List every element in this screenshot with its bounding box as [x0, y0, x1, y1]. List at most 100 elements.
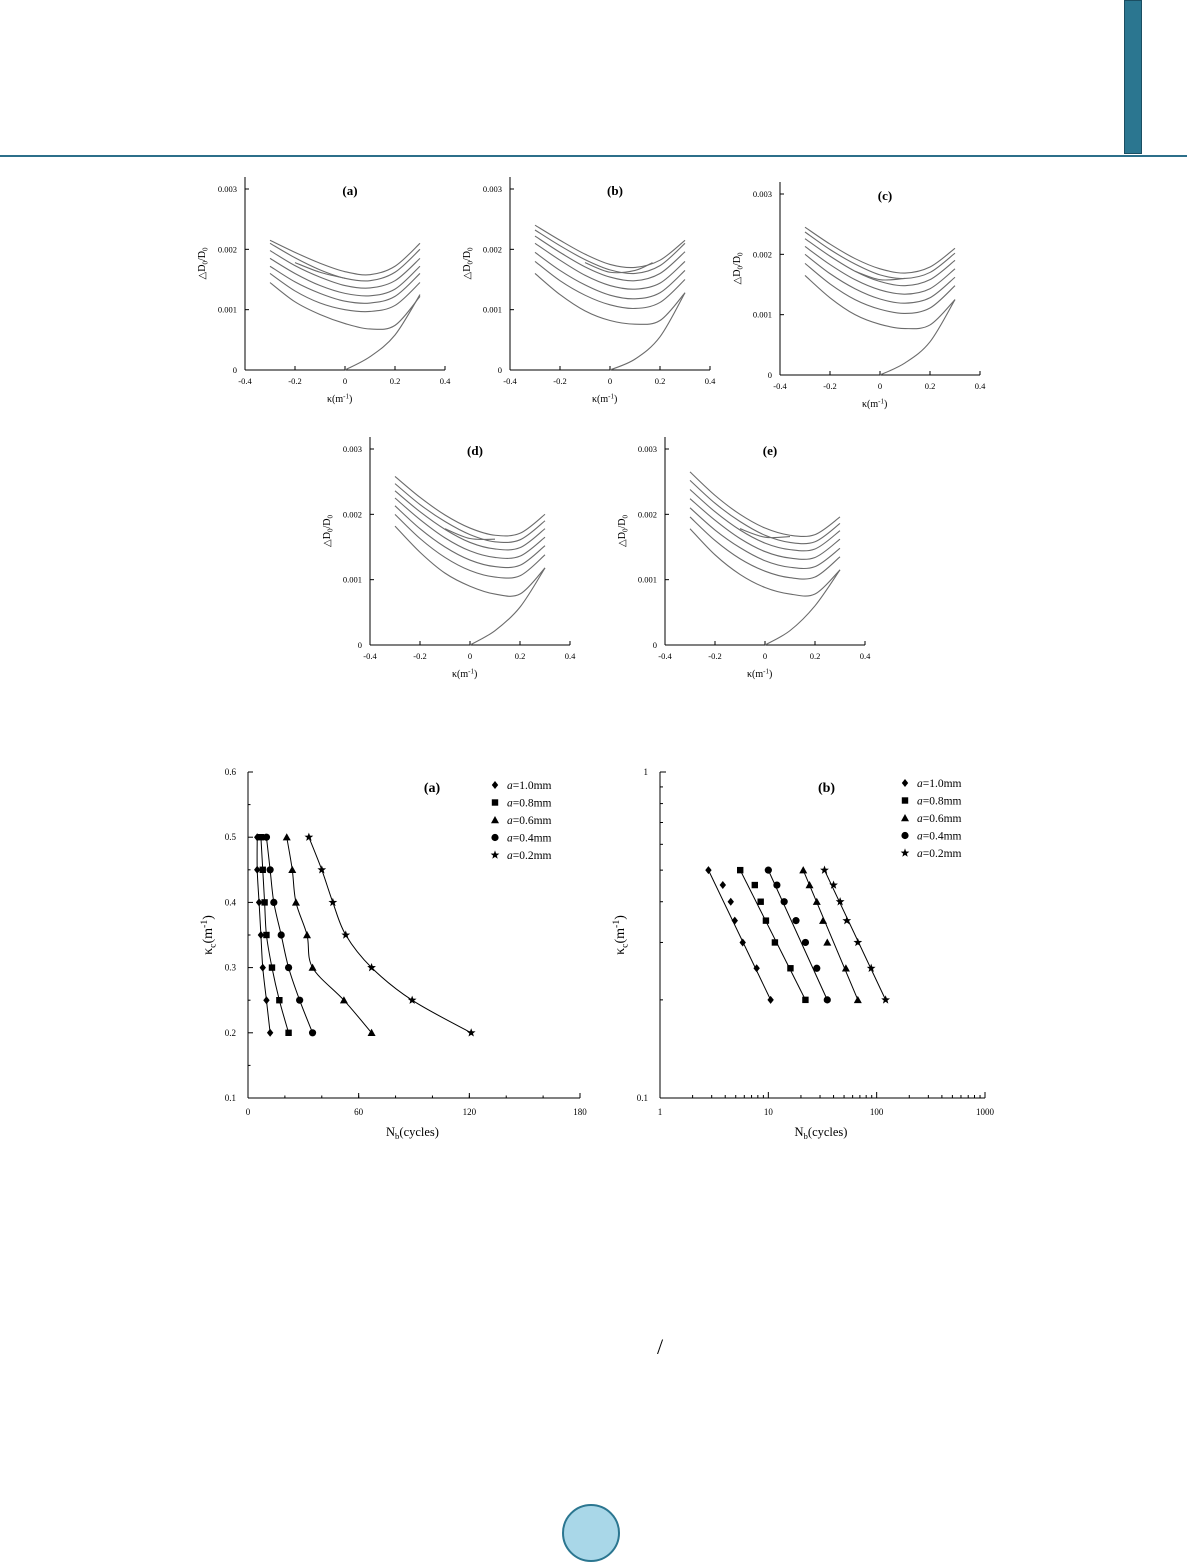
x-tick-label: 0.4 [565, 651, 576, 661]
deformation-curve-8 [534, 224, 686, 269]
chart-deform-d: 00.0010.0020.003-0.4-0.200.20.4(d)κ(m-1​… [322, 437, 576, 681]
data-point-circle [277, 931, 285, 939]
deformation-curve-1 [344, 294, 421, 371]
deformation-curve-4 [689, 507, 841, 570]
data-point-triangle [282, 833, 291, 841]
x-tick-label: -0.2 [823, 381, 836, 391]
x-tick-label: -0.2 [553, 376, 566, 386]
data-point-square [263, 931, 270, 939]
y-tick-label: 0.002 [218, 244, 237, 254]
deformation-curve-7 [534, 229, 686, 275]
data-point-star [820, 865, 829, 874]
legend-label: a=0.8mm [917, 796, 962, 808]
x-axis-title: κ(m-1​) [592, 393, 617, 406]
data-point-square [259, 866, 266, 873]
x-tick-label: 60 [354, 1107, 364, 1117]
x-tick-label: 0.2 [810, 651, 821, 661]
x-tick-label: 100 [870, 1107, 884, 1117]
x-axis-title: Nb​(cycles) [386, 1125, 439, 1141]
data-point-star [842, 916, 852, 925]
fit-line-triangle [802, 869, 859, 1001]
y-tick-label: 0.002 [753, 249, 772, 259]
data-point-square [802, 996, 809, 1004]
x-tick-label: 120 [463, 1107, 477, 1117]
x-tick-label: 0.2 [390, 376, 401, 386]
journal-side-tab [1124, 0, 1142, 154]
data-point-diamond [266, 1028, 274, 1037]
y-tick-label: 0 [768, 370, 772, 380]
deformation-curve-9 [854, 270, 906, 281]
deformation-curve-9 [294, 262, 346, 279]
data-point-triangle [303, 931, 312, 939]
x-tick-label: 0 [763, 651, 767, 661]
y-axis-title: △D0​/D0​ [197, 247, 210, 279]
y-tick-label: 0.001 [218, 305, 237, 315]
data-point-star [829, 880, 838, 889]
x-axis-title: κ(m-1​) [452, 668, 477, 681]
data-point-square [751, 881, 758, 889]
data-point-diamond [263, 996, 270, 1005]
deformation-curve-1 [469, 567, 546, 646]
legend-marker-star [900, 848, 910, 857]
data-point-star [853, 937, 863, 947]
y-tick-label: 0.5 [225, 832, 237, 842]
y-axis-title: △D0​/D0​ [462, 247, 475, 279]
data-point-diamond [767, 995, 774, 1004]
data-point-triangle [288, 865, 297, 873]
x-tick-label: 0 [343, 376, 347, 386]
data-point-square [737, 866, 744, 874]
legend-label: a=1.0mm [507, 780, 552, 792]
data-point-triangle [823, 938, 832, 946]
data-point-star [407, 995, 417, 1004]
data-point-circle [792, 917, 800, 925]
page-number-badge [562, 1504, 620, 1562]
x-tick-label: 0 [246, 1107, 251, 1117]
legend-marker-diamond [901, 779, 909, 787]
deformation-curve-4 [394, 505, 546, 569]
y-tick-label: 0.002 [638, 509, 657, 519]
data-point-triangle [339, 996, 348, 1004]
data-point-diamond [753, 964, 760, 973]
data-point-star [341, 930, 351, 939]
deformation-curve-5 [394, 497, 546, 559]
data-point-triangle [799, 866, 808, 874]
chart-deform-c: 00.0010.0020.003-0.4-0.200.20.4(c)κ(m-1​… [732, 182, 986, 411]
deformation-curve-3 [394, 513, 546, 579]
data-point-triangle [805, 881, 814, 889]
data-point-square [268, 964, 276, 971]
data-point-circle [296, 996, 304, 1004]
legend-label: a=0.6mm [917, 813, 962, 825]
x-tick-label: 1 [658, 1107, 663, 1117]
y-tick-label: 0.003 [483, 184, 502, 194]
deformation-curve-4 [269, 265, 421, 304]
data-point-square [276, 997, 283, 1004]
legend-label: a=0.4mm [917, 831, 962, 843]
y-tick-label: 0.003 [343, 444, 362, 454]
data-point-circle [308, 1029, 317, 1037]
deformation-curve-8 [804, 226, 956, 274]
deformation-curve-6 [269, 250, 421, 289]
data-point-star [328, 897, 338, 907]
data-point-circle [266, 866, 274, 874]
data-point-diamond [257, 931, 265, 939]
deformation-curve-6 [804, 238, 956, 287]
deformation-curve-8 [269, 239, 421, 276]
data-point-triangle [841, 964, 850, 972]
x-tick-label: 10 [764, 1107, 774, 1117]
chart-deform-a: 00.0010.0020.003-0.4-0.200.20.4(a)κ(m-1​… [197, 177, 451, 405]
data-point-square [762, 917, 770, 924]
data-point-triangle [853, 995, 862, 1004]
data-point-circle [773, 881, 781, 889]
y-axis-title: △D0​/D0​ [322, 515, 335, 547]
y-tick-label: 0 [358, 640, 362, 650]
data-point-square [771, 939, 779, 946]
x-axis-title: κ(m-1​) [862, 398, 887, 411]
y-tick-label: 0.003 [218, 184, 237, 194]
y-axis-title: △D0​/D0​ [617, 515, 630, 547]
data-point-diamond [719, 881, 727, 890]
x-axis-title: Nb​(cycles) [795, 1125, 848, 1141]
legend-marker-circle [901, 831, 909, 840]
deformation-curve-5 [689, 498, 841, 560]
y-tick-label: 0.2 [225, 1028, 236, 1038]
